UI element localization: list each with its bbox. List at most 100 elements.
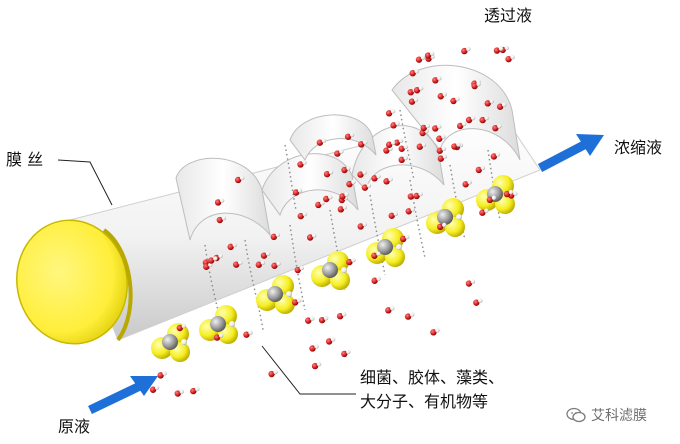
water-molecule [418,191,423,197]
water-molecule [238,260,243,265]
water-molecule [233,261,240,268]
water-molecule [234,176,242,184]
water-molecule [437,155,445,162]
water-molecule [436,135,443,142]
water-molecule [339,193,346,200]
contaminants-label: 细菌、胶体、藻类、 大分子、有机物等 [360,366,504,414]
water-molecule [383,147,390,154]
water-molecule [435,328,440,333]
water-molecule [294,266,301,274]
contaminant-particle [341,267,347,273]
water-molecule [473,299,480,306]
contaminant-particle [396,244,402,250]
water-molecule [342,205,348,210]
water-molecule [441,146,447,151]
water-molecule [390,140,396,145]
water-molecule [315,201,322,209]
water-molecule [504,45,509,51]
water-molecule [328,169,334,175]
contaminant-particle [229,321,235,327]
water-molecule [416,143,424,150]
water-molecule [437,93,444,100]
feed-arrow-icon [88,376,158,415]
water-molecule [323,315,329,321]
water-molecule [311,233,317,238]
water-molecule [495,152,501,157]
contaminant-particle [437,209,453,225]
water-molecule [479,209,486,216]
water-molecule [297,188,303,193]
water-molecule [403,144,408,149]
water-molecule [475,166,483,174]
water-molecule [429,51,435,56]
water-molecule [486,196,494,204]
water-molecule [341,350,348,358]
water-molecule [462,181,469,188]
water-molecule [424,52,432,59]
water-molecule [442,222,447,228]
water-molecules [149,45,518,397]
water-molecule [260,252,268,259]
water-molecule [510,54,515,60]
leader-lines [57,159,356,395]
water-molecule [363,140,368,145]
contaminants-label-line2: 大分子、有机物等 [360,392,489,411]
water-molecule [299,265,304,271]
water-molecule [214,199,222,206]
membrane-tube [69,64,541,341]
water-molecule [336,312,344,320]
water-molecule [470,279,476,284]
water-molecule [157,372,164,379]
water-molecule [221,215,227,221]
water-molecule [405,234,410,240]
water-molecule [316,139,324,146]
water-molecule [430,329,437,336]
water-molecule [243,331,250,338]
water-molecule [213,334,221,341]
concentrate-label: 浓缩液 [614,138,663,157]
water-molecule [414,69,419,74]
water-molecule [239,175,245,181]
water-molecule [339,149,344,154]
contaminant-particle [286,291,292,297]
water-molecule [413,87,421,94]
water-molecule [310,316,315,321]
water-molecule [455,96,460,102]
water-molecule [461,121,467,127]
water-molecule [404,313,412,320]
water-molecule [501,102,507,107]
water-molecule [479,116,486,124]
water-molecule [297,298,302,303]
water-molecule [393,211,398,216]
water-molecule [371,175,378,182]
water-molecule [318,316,326,324]
contaminant-particle [456,214,462,220]
water-molecule [418,86,424,91]
water-molecule [388,212,395,219]
water-molecule [441,134,446,139]
water-molecule [149,386,157,393]
water-molecule [405,208,412,215]
water-molecule [270,233,278,241]
contaminant-particle [322,262,338,278]
water-molecule [297,161,304,168]
water-molecule [407,88,414,96]
water-molecule [476,81,481,87]
water-molecule [420,124,427,132]
water-molecule [470,115,476,121]
water-molecule [366,183,372,188]
contaminant-molecules [151,175,515,362]
water-molecule [311,362,319,370]
water-molecule [393,139,401,146]
water-molecule [190,387,197,395]
water-molecule [357,171,364,178]
water-molecule [461,47,468,55]
water-molecule [219,198,225,203]
water-molecule [400,235,407,243]
water-molecule [358,141,365,148]
water-molecule [227,243,234,251]
water-molecule [478,298,483,303]
water-molecule [362,222,367,227]
water-molecule [276,261,281,266]
